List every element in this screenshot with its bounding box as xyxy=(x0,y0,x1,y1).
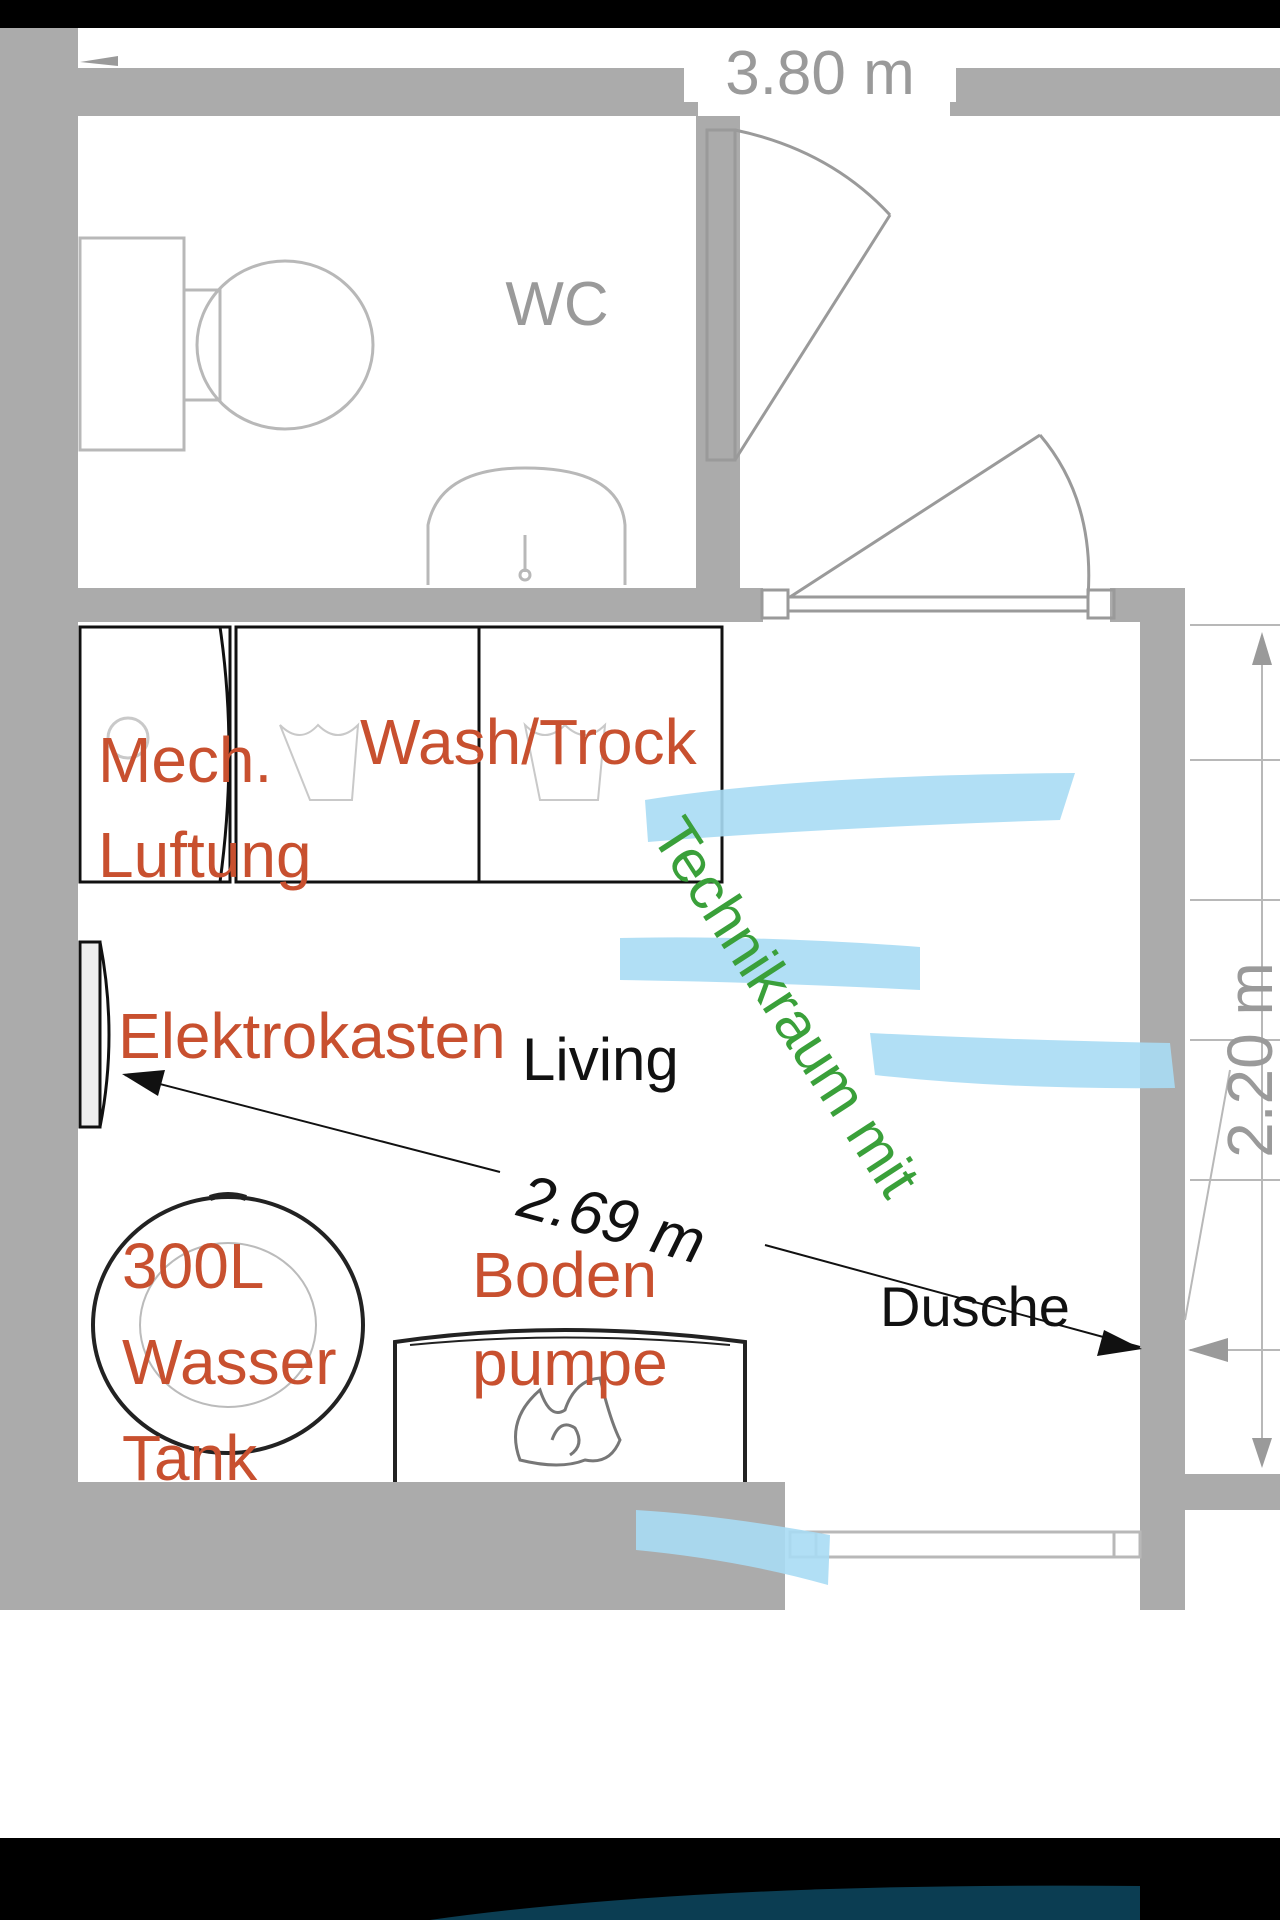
top-dim-box xyxy=(684,44,956,102)
bottom-bar-swoosh xyxy=(430,1885,1140,1920)
toilet-icon xyxy=(78,236,375,452)
flame-icon xyxy=(514,1376,622,1467)
tank-label-line3: Tank xyxy=(122,1422,258,1494)
boden-label-line1: Boden xyxy=(472,1239,657,1311)
wc-door xyxy=(705,128,892,462)
electrical-cabinet xyxy=(78,940,111,1129)
technikraum-label: Technikraum mit xyxy=(639,806,933,1209)
dusche-label: Dusche xyxy=(880,1275,1070,1338)
washer-icon xyxy=(279,721,607,801)
right-dim-arrow-top xyxy=(1252,632,1272,665)
ventilation-unit xyxy=(78,625,232,884)
mech-label-line2: Luftung xyxy=(98,819,312,891)
blue-highlights xyxy=(620,773,1175,1585)
diagonal-dimension xyxy=(122,1070,1142,1356)
wc-label: WC xyxy=(505,270,608,339)
walls xyxy=(0,28,1280,1610)
hallway-right xyxy=(1184,624,1280,1460)
wash-label: Wash/Trock xyxy=(360,706,698,778)
heat-pump xyxy=(393,1328,747,1482)
right-dim-arrow-bottom xyxy=(1252,1438,1272,1468)
right-dim-tick xyxy=(1188,1338,1228,1362)
top-bar xyxy=(0,0,1280,28)
living-label: Living xyxy=(522,1026,679,1093)
top-dimension-label: 3.80 m xyxy=(725,39,915,108)
room-door xyxy=(760,433,1116,620)
top-left-tick xyxy=(80,56,118,66)
boden-label-line2: pumpe xyxy=(472,1327,668,1399)
elektro-label: Elektrokasten xyxy=(118,1000,506,1072)
right-dimension-label: 2.20 m xyxy=(1214,962,1280,1158)
wc-sink-icon xyxy=(426,466,627,585)
tank-label-line2: Wasser xyxy=(122,1326,337,1398)
red-annotations: Mech. Luftung Wash/Trock Elektrokasten 3… xyxy=(98,706,698,1494)
water-tank xyxy=(91,1192,365,1455)
bottom-door xyxy=(787,1490,1142,1600)
mech-label-line1: Mech. xyxy=(98,724,272,796)
washer-dryer xyxy=(234,625,724,884)
tank-label-line1: 300L xyxy=(122,1230,264,1302)
